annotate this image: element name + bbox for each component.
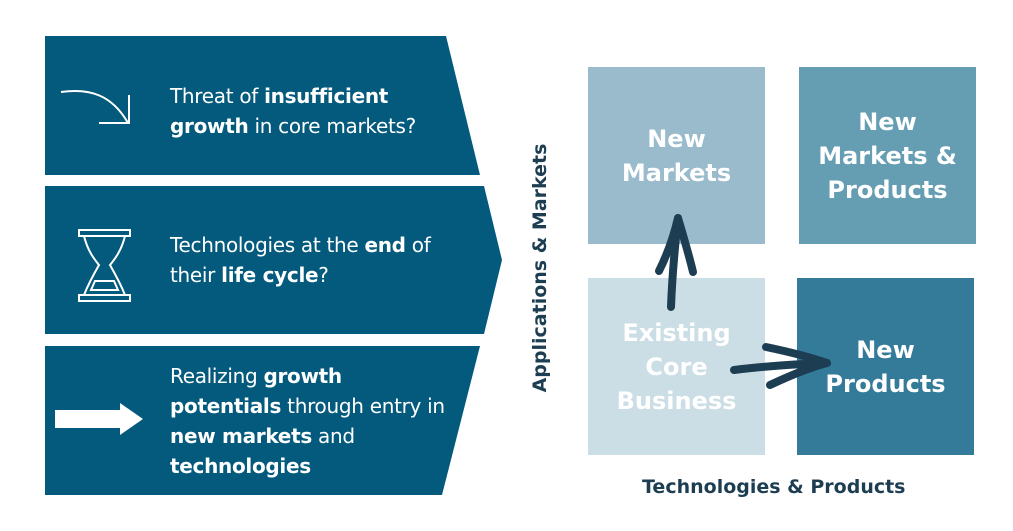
quadrant-existing-core-business: Existing Core Business [588, 278, 765, 455]
panel-1-bg [45, 36, 480, 175]
x-axis-label: Technologies & Products [642, 476, 906, 498]
right-arrow-icon [55, 403, 143, 435]
y-axis-label: Applications & Markets [529, 143, 551, 393]
panel-1-text: Threat of insufficient growth in core ma… [170, 84, 416, 138]
quadrant-new-markets-products: New Markets & Products [799, 67, 976, 244]
panel-3-text: Realizing growth potentials through entr… [170, 364, 445, 478]
hourglass-icon [78, 229, 131, 302]
quadrant-new-markets: New Markets [588, 67, 765, 244]
quadrant-new-products: New Products [797, 278, 974, 455]
panel-2-bg [45, 186, 502, 334]
panel-3-bg [45, 346, 480, 495]
panel-2-text: Technologies at the end of their life cy… [170, 233, 431, 287]
curved-down-arrow-icon [60, 90, 130, 124]
